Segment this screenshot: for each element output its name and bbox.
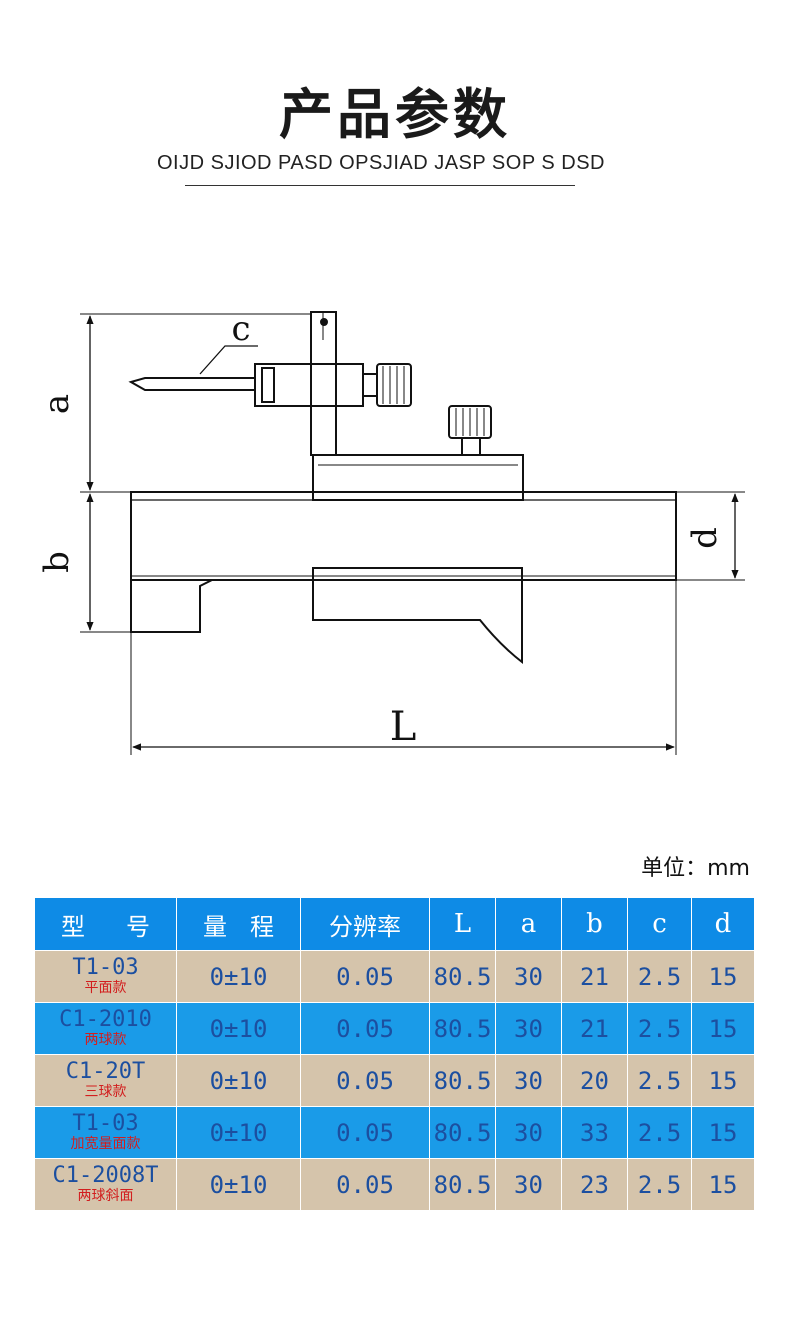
page-subtitle: OIJD SJIOD PASD OPSJIAD JASP SOP S DSD [156,152,605,174]
needle [128,377,256,391]
cell-d: 15 [691,950,755,1003]
cell-resolution: 0.05 [300,1158,430,1211]
cell-d: 15 [691,1054,755,1107]
cell-d: 15 [691,1158,755,1211]
header-model: 型号 [34,897,177,951]
left-jaw [130,579,213,633]
lower-slider [312,567,523,665]
header-L: L [429,897,496,951]
cell-resolution: 0.05 [300,1002,430,1055]
cell-range: 0±10 [176,950,301,1003]
cell-L: 80.5 [429,950,496,1003]
cell-resolution: 0.05 [300,1054,430,1107]
label-d: d [685,527,725,549]
table-header-row: 型号 量程 分辨率 L a b c d [34,897,755,951]
clamp-knob [376,363,412,407]
gauge-dimension-diagram: a b d c L [37,309,745,755]
header-resolution: 分辨率 [300,897,430,951]
cell-c: 2.5 [627,1054,692,1107]
cell-c: 2.5 [627,950,692,1003]
cell-a: 30 [495,950,562,1003]
cell-c: 2.5 [627,1002,692,1055]
cell-c: 2.5 [627,1158,692,1211]
cell-d: 15 [691,1106,755,1159]
main-beam [130,491,677,581]
header-a: a [495,897,562,951]
cell-L: 80.5 [429,1158,496,1211]
cell-L: 80.5 [429,1106,496,1159]
cell-b: 21 [561,1002,628,1055]
cell-b: 23 [561,1158,628,1211]
label-c: c [231,309,250,349]
cell-resolution: 0.05 [300,1106,430,1159]
cell-b: 33 [561,1106,628,1159]
header-c: c [627,897,692,951]
cell-b: 21 [561,950,628,1003]
label-a: a [37,394,77,414]
cell-range: 0±10 [176,1106,301,1159]
header-d: d [691,897,755,951]
upper-slider [312,454,524,501]
leader-c [199,345,258,375]
cell-a: 30 [495,1106,562,1159]
cell-range: 0±10 [176,1002,301,1055]
cell-resolution: 0.05 [300,950,430,1003]
clamp-body [254,363,364,407]
cell-L: 80.5 [429,1054,496,1107]
label-b: b [37,551,77,573]
header-b: b [561,897,628,951]
unit-label: 单位：mm [641,856,750,881]
cell-a: 30 [495,1158,562,1211]
header-range: 量程 [176,897,301,951]
cell-c: 2.5 [627,1106,692,1159]
page-title: 产品参数 [279,83,511,146]
cell-d: 15 [691,1002,755,1055]
title-divider [185,185,575,186]
cell-a: 30 [495,1054,562,1107]
cell-L: 80.5 [429,1002,496,1055]
cell-a: 30 [495,1002,562,1055]
cell-b: 20 [561,1054,628,1107]
cell-range: 0±10 [176,1158,301,1211]
slider-knob [448,405,492,439]
cell-range: 0±10 [176,1054,301,1107]
label-L: L [390,704,417,750]
